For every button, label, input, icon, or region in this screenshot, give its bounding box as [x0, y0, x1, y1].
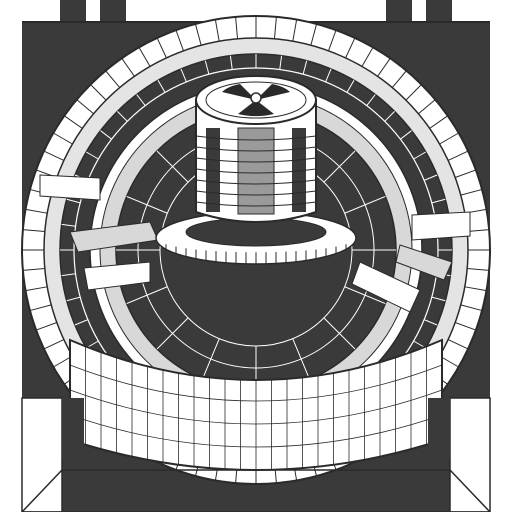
- outer-ring-segment: [43, 150, 65, 161]
- middle-ring-segment: [384, 111, 395, 122]
- outer-ring-segment: [22, 267, 45, 271]
- cylinder-band: [195, 157, 317, 163]
- cylinder-band: [195, 135, 317, 141]
- middle-ring-segment: [86, 151, 99, 160]
- middle-ring-segment: [302, 60, 308, 75]
- outer-ring-segment: [467, 267, 490, 271]
- outer-ring-segment: [455, 322, 477, 331]
- middle-ring-segment: [66, 198, 81, 204]
- base-drum: [69, 338, 443, 471]
- middle-ring-segment: [100, 130, 112, 140]
- outer-ring-segment: [29, 304, 52, 312]
- drum-segments: [69, 340, 443, 470]
- bottom-frame: [20, 397, 492, 512]
- middle-ring-segment: [431, 198, 446, 204]
- outer-ring-segment: [310, 23, 318, 46]
- outer-ring-segment: [455, 169, 477, 178]
- radiation-trefoil-icon: [222, 84, 290, 117]
- collar-ring: [155, 211, 357, 265]
- outer-ring-segment: [64, 115, 83, 129]
- outer-ring-segment: [105, 70, 121, 88]
- inner-spoke: [323, 317, 356, 350]
- outer-ring-segment: [53, 132, 73, 145]
- inner-spoke: [156, 150, 189, 183]
- middle-ring-segment: [66, 296, 81, 302]
- middle-ring-segment: [366, 94, 376, 106]
- middle-ring-segment: [229, 55, 233, 70]
- cylinder-band: [195, 168, 317, 174]
- outer-ring-segment: [235, 16, 239, 39]
- middle-ring-segment: [157, 80, 166, 93]
- inner-spoke: [126, 195, 168, 214]
- middle-ring-segment: [117, 111, 128, 122]
- middle-ring-segment: [74, 319, 89, 326]
- top-frame: [22, 0, 490, 23]
- inner-spoke: [323, 150, 356, 183]
- outer-ring-segment: [292, 19, 298, 42]
- inner-spoke: [201, 338, 220, 380]
- middle-ring-segment: [423, 319, 438, 326]
- middle-ring-segment: [423, 174, 438, 181]
- middle-ring-segment: [204, 60, 210, 75]
- middle-ring-segment: [325, 68, 332, 83]
- middle-ring-segment: [61, 273, 76, 277]
- cylinder-band: [195, 146, 317, 152]
- outer-ring-segment: [25, 286, 48, 292]
- inner-spoke: [344, 195, 386, 214]
- outer-ring-segment: [361, 47, 374, 67]
- middle-ring-segment: [61, 223, 76, 227]
- outer-ring-segment: [439, 132, 459, 145]
- outer-ring-segment: [43, 339, 65, 350]
- outer-ring-segment: [460, 304, 483, 312]
- middle-ring-segment: [180, 68, 187, 83]
- cylinder-band: [195, 201, 317, 207]
- outer-ring-segment: [460, 188, 483, 196]
- outer-ring-segment: [467, 229, 490, 233]
- outer-ring-segment: [121, 58, 135, 77]
- middle-ring-segment: [279, 55, 283, 70]
- cylinder-band: [195, 190, 317, 196]
- outer-ring-segment: [90, 84, 107, 101]
- outer-ring-segment: [447, 339, 469, 350]
- middle-ring-segment: [413, 151, 426, 160]
- outer-ring-segment: [273, 16, 277, 39]
- collar-segments: [165, 244, 347, 264]
- cylinder-band: [195, 179, 317, 185]
- middle-ring-segment: [400, 130, 412, 140]
- outer-ring-segment: [35, 322, 57, 331]
- outer-ring-segment: [418, 99, 436, 115]
- drum-band: [69, 364, 443, 402]
- outer-ring-segment: [175, 29, 184, 51]
- outer-ring-segment: [391, 70, 407, 88]
- inner-spoke: [292, 338, 311, 380]
- outer-ring-segment: [22, 229, 45, 233]
- inner-spoke: [156, 317, 189, 350]
- outer-ring-segment: [214, 19, 220, 42]
- cylinder-bands: [195, 135, 317, 207]
- inner-spoke: [344, 286, 386, 305]
- outer-ring-segment: [138, 47, 151, 67]
- outer-ring-segment: [429, 115, 448, 129]
- drum-band: [69, 414, 443, 448]
- outer-ring-segment: [464, 286, 487, 292]
- outer-ring-segment: [194, 23, 202, 46]
- middle-ring-segment: [431, 296, 446, 302]
- outer-ring-segment: [156, 37, 167, 59]
- outer-ring-segment: [25, 208, 48, 214]
- inner-spoke: [126, 286, 168, 305]
- middle-ring-segment: [136, 94, 146, 106]
- side-panels: [39, 174, 471, 313]
- outer-ring-segment: [377, 58, 391, 77]
- outer-ring-segment: [328, 29, 337, 51]
- outer-ring-segment: [405, 84, 422, 101]
- outer-ring-segment: [447, 150, 469, 161]
- drum-band: [69, 389, 443, 425]
- outer-ring-segment: [345, 37, 356, 59]
- middle-ring-segment: [346, 80, 355, 93]
- outer-ring-segment: [76, 99, 94, 115]
